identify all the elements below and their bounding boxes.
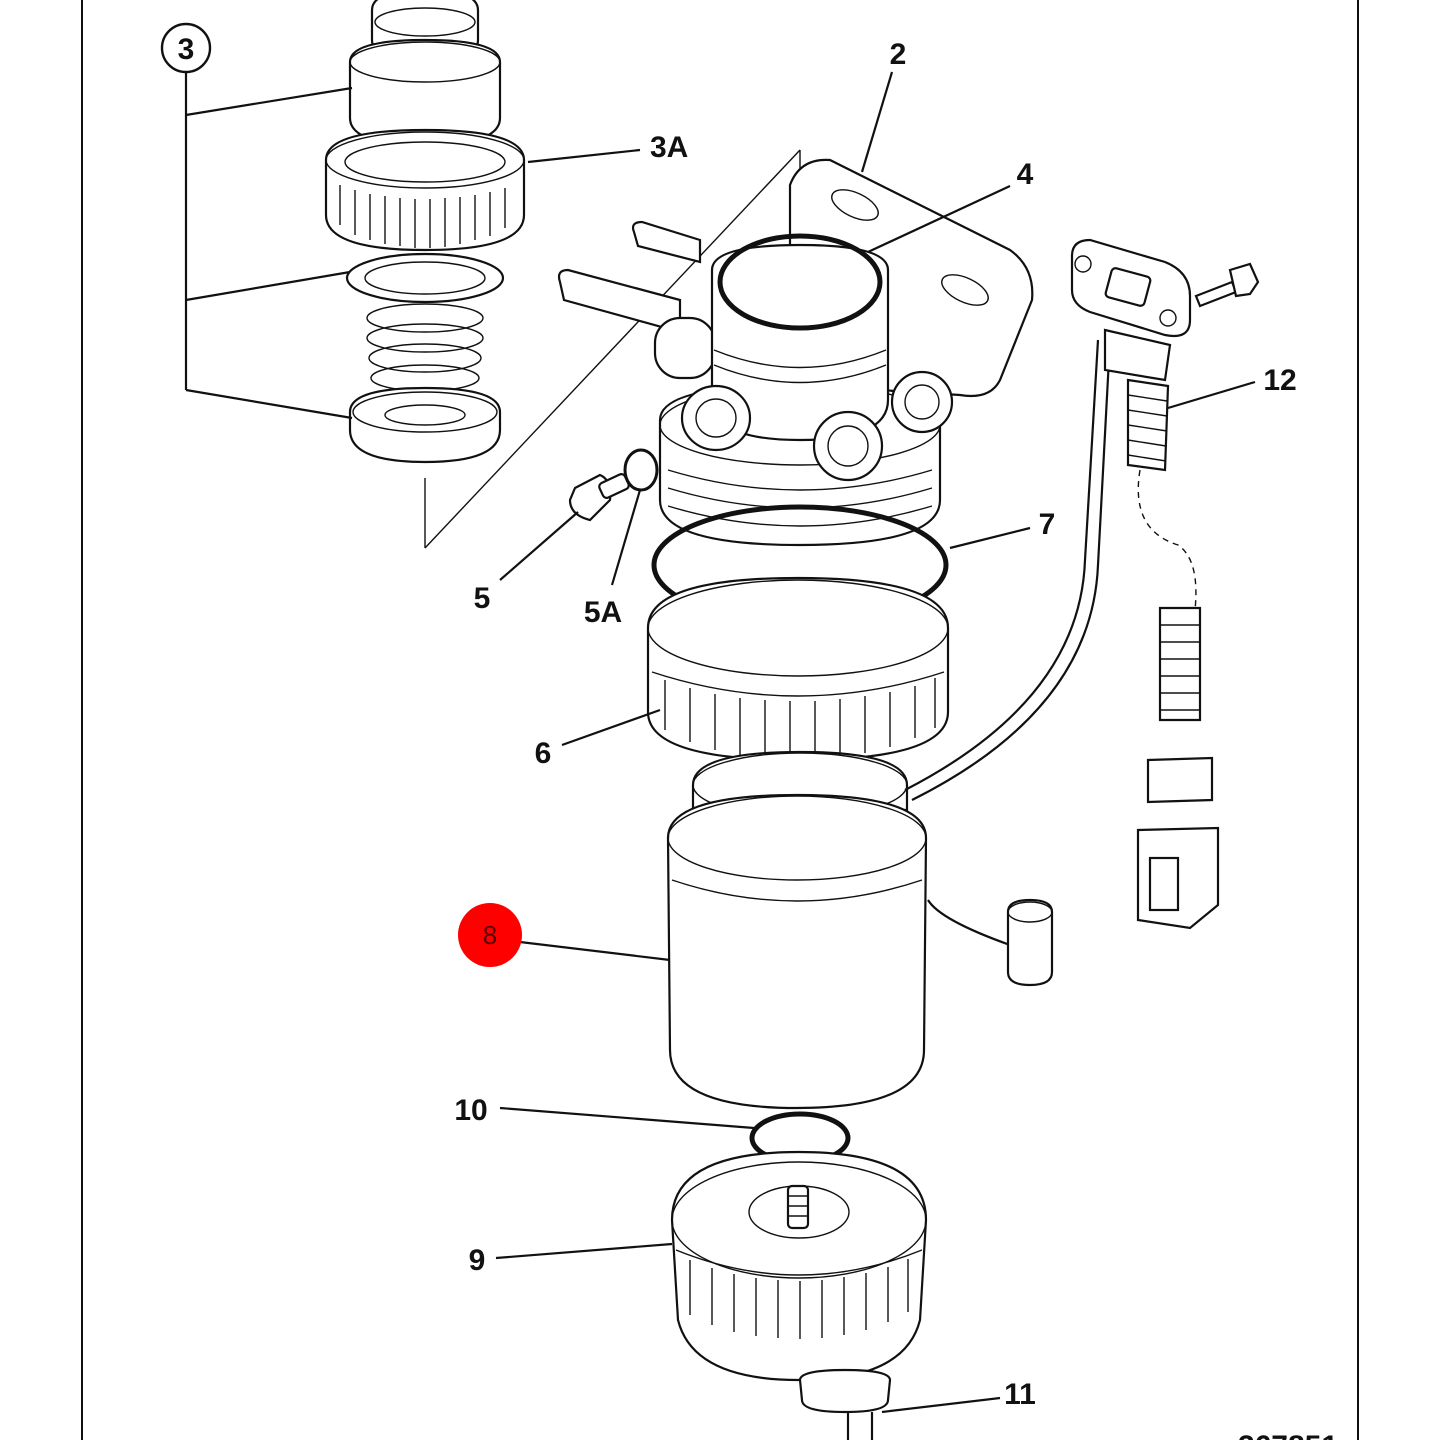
part-9-water-bowl bbox=[670, 1150, 928, 1382]
collar-teeth bbox=[664, 678, 936, 760]
label-part-3: 3 bbox=[178, 33, 195, 66]
ring-3a-teeth bbox=[339, 185, 506, 248]
part-3-assembly bbox=[324, 0, 526, 464]
part-5a-washer bbox=[623, 448, 659, 492]
part-8-filter-element bbox=[666, 750, 928, 1110]
bowl-grip-teeth bbox=[689, 1259, 909, 1339]
part-3-leaders bbox=[160, 22, 641, 420]
label-part-12: 12 bbox=[1263, 364, 1296, 397]
part-2-filter-head bbox=[557, 158, 1034, 547]
sensor-cable bbox=[904, 339, 1112, 987]
label-part-3a: 3A bbox=[650, 131, 688, 164]
part-8-highlight-badge bbox=[458, 903, 522, 967]
label-part-2: 2 bbox=[890, 38, 907, 71]
part-6-collar bbox=[646, 576, 950, 762]
label-part-6: 6 bbox=[535, 737, 552, 770]
label-part-4: 4 bbox=[1017, 158, 1034, 191]
label-part-8: 8 bbox=[483, 920, 497, 950]
label-part-10: 10 bbox=[454, 1094, 487, 1127]
label-part-7: 7 bbox=[1039, 508, 1056, 541]
page-frame bbox=[81, 0, 1359, 1440]
part-12-sensor bbox=[1070, 238, 1260, 930]
label-part-5: 5 bbox=[474, 582, 491, 615]
figure-code: 367851 bbox=[1238, 1430, 1338, 1440]
label-part-5a: 5A bbox=[584, 596, 622, 629]
part-4-o-ring bbox=[717, 233, 883, 331]
leader-lines bbox=[495, 71, 1256, 1414]
part-5-bleed-screw bbox=[568, 473, 630, 522]
label-part-11: 11 bbox=[1004, 1378, 1036, 1411]
spring bbox=[366, 303, 484, 392]
label-part-9: 9 bbox=[469, 1244, 486, 1277]
part-11-drain-valve bbox=[798, 1368, 892, 1440]
